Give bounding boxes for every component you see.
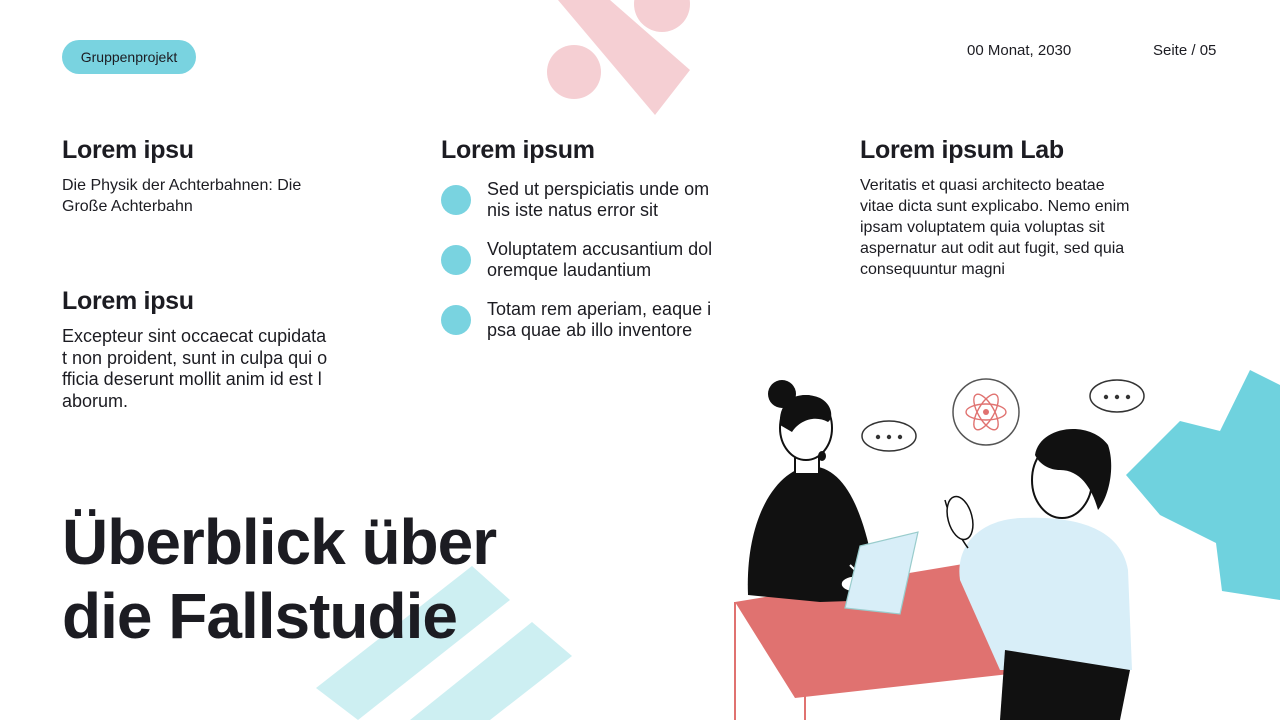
left-bottom-line-3: fficia deserunt mollit anim id est l [62, 369, 322, 389]
cyan-cross-decor-shape [1126, 370, 1280, 600]
page-title-line-2: die Fallstudie [62, 580, 458, 652]
bullet-line-2: psa quae ab illo inventore [487, 320, 693, 340]
right-section: Lorem ipsum Lab Veritatis et quasi archi… [860, 136, 1190, 280]
left-bottom-line-4: aborum. [62, 390, 129, 411]
left-top-line-1: Die Physik der Achterbahnen: Die [62, 177, 302, 194]
middle-section: Lorem ipsum Sed ut perspiciatis unde om … [441, 136, 771, 342]
clipboard-shape [844, 531, 919, 615]
left-bottom-line-1: Excepteur sint occaecat cupidata [62, 326, 327, 346]
desk-shape [735, 552, 1045, 698]
bullet-dot-icon [441, 245, 471, 275]
page-number: Seite / 05 [1153, 42, 1217, 59]
right-line-1: Veritatis et quasi architecto beatae [860, 177, 1105, 194]
speech-bubble-icon [861, 420, 917, 452]
bullet-item: Sed ut perspiciatis unde om nis iste nat… [441, 178, 771, 222]
group-project-tag: Gruppenprojekt [62, 40, 196, 74]
page-title-line-1: Überblick über [62, 506, 497, 578]
left-top-line-2: Große Achterbahn [62, 198, 193, 215]
left-bottom-section: Lorem ipsu Excepteur sint occaecat cupid… [62, 287, 382, 412]
meeting-illustration [734, 378, 1145, 720]
bullet-dot-icon [441, 305, 471, 335]
left-top-section: Lorem ipsu Die Physik der Achterbahnen: … [62, 136, 382, 217]
bullet-dot-icon [441, 185, 471, 215]
bullet-item: Totam rem aperiam, eaque i psa quae ab i… [441, 298, 771, 342]
page-title: Überblick über die Fallstudie [62, 505, 622, 653]
right-heading: Lorem ipsum Lab [860, 136, 1064, 164]
group-project-tag-label: Gruppenprojekt [80, 49, 178, 65]
woman-figure [747, 380, 880, 602]
bullet-line-2: nis iste natus error sit [487, 200, 659, 220]
speech-bubble-icon [1089, 379, 1145, 413]
bullet-line-1: Totam rem aperiam, eaque i [487, 298, 712, 319]
bullet-item: Voluptatem accusantium dol oremque lauda… [441, 238, 771, 282]
left-bottom-heading: Lorem ipsu [62, 287, 194, 315]
middle-heading: Lorem ipsum [441, 136, 595, 164]
left-bottom-line-2: t non proident, sunt in culpa qui o [62, 347, 328, 368]
man-figure [944, 428, 1132, 720]
right-line-5: consequuntur magni [860, 261, 1005, 278]
date-label: 00 Monat, 2030 [967, 42, 1072, 59]
atom-thought-bubble-icon [952, 378, 1020, 446]
right-line-2: vitae dicta sunt explicabo. Nemo enim [860, 198, 1130, 215]
bullet-line-1: Sed ut perspiciatis unde om [487, 178, 710, 199]
bullet-line-2: oremque laudantium [487, 260, 652, 280]
bullet-line-1: Voluptatem accusantium dol [487, 238, 713, 259]
right-line-3: ipsam voluptatem quia voluptas sit [860, 219, 1105, 236]
pink-decor-shape [547, 0, 690, 115]
right-line-4: aspernatur aut odit aut fugit, sed quia [860, 240, 1125, 257]
left-top-heading: Lorem ipsu [62, 136, 194, 164]
